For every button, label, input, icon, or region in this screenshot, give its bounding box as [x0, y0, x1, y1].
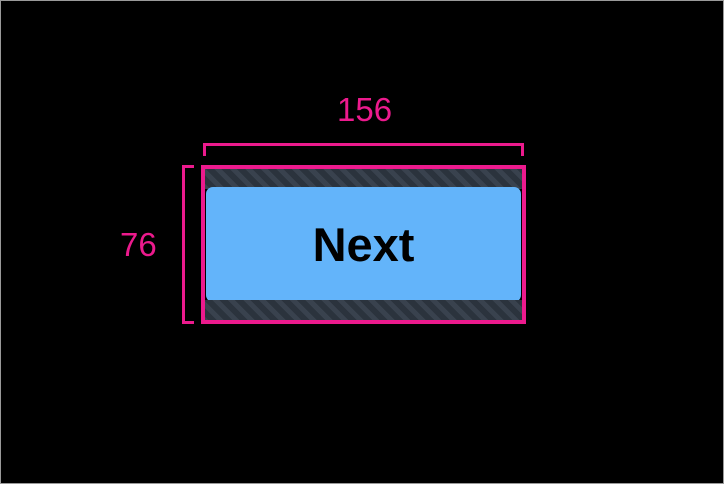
width-bracket-cap-left	[203, 143, 206, 156]
height-dimension-label: 76	[120, 226, 157, 263]
hatched-margin-band-top	[203, 167, 524, 189]
height-bracket-cap-bottom	[182, 321, 194, 324]
inspected-widget[interactable]: Next	[203, 167, 524, 322]
height-dimension-bracket	[182, 165, 185, 324]
hatched-margin-band-bottom	[203, 300, 524, 322]
width-dimension-label: 156	[337, 91, 393, 128]
next-button[interactable]: Next	[206, 187, 521, 302]
width-dimension-bracket	[203, 143, 524, 146]
width-bracket-cap-right	[521, 143, 524, 156]
height-bracket-cap-top	[182, 165, 194, 168]
